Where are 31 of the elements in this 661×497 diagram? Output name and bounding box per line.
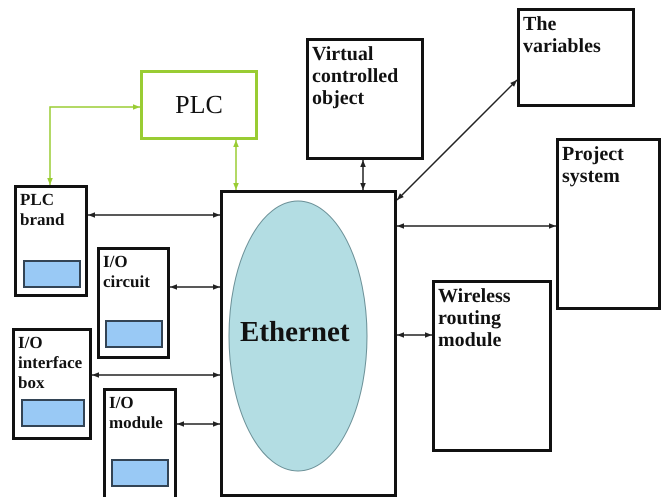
component-box <box>432 280 552 452</box>
connector-arrow <box>88 212 220 218</box>
component-box <box>140 70 258 140</box>
connector-arrow <box>92 372 220 378</box>
component-box <box>97 247 170 359</box>
network-ellipse <box>228 200 368 472</box>
connector-arrow <box>360 160 366 190</box>
network-label: Ethernet <box>240 316 350 348</box>
box-label: Wireless routing module <box>438 285 512 351</box>
connector-arrow <box>233 140 239 190</box>
box-label: I/O circuit <box>103 252 151 292</box>
box-label: I/O interface box <box>18 333 84 393</box>
component-box <box>556 138 661 310</box>
connector-arrow <box>47 104 140 185</box>
connector-arrow <box>177 421 220 427</box>
box-label: PLC <box>174 91 224 119</box>
box-label: Virtual controlled object <box>312 43 400 109</box>
component-box <box>12 328 92 440</box>
connector-arrow <box>170 284 220 290</box>
component-box <box>103 388 177 497</box>
box-label: Project system <box>562 143 625 187</box>
component-box <box>14 185 88 297</box>
connector-arrow <box>397 332 432 338</box>
box-label: PLC brand <box>20 190 66 230</box>
network-frame <box>220 190 397 497</box>
component-box <box>517 8 635 107</box>
box-label: The variables <box>523 13 602 57</box>
box-label: I/O module <box>109 393 164 433</box>
connector-arrow <box>396 79 518 201</box>
component-box <box>306 38 424 160</box>
connector-arrow <box>397 223 556 229</box>
